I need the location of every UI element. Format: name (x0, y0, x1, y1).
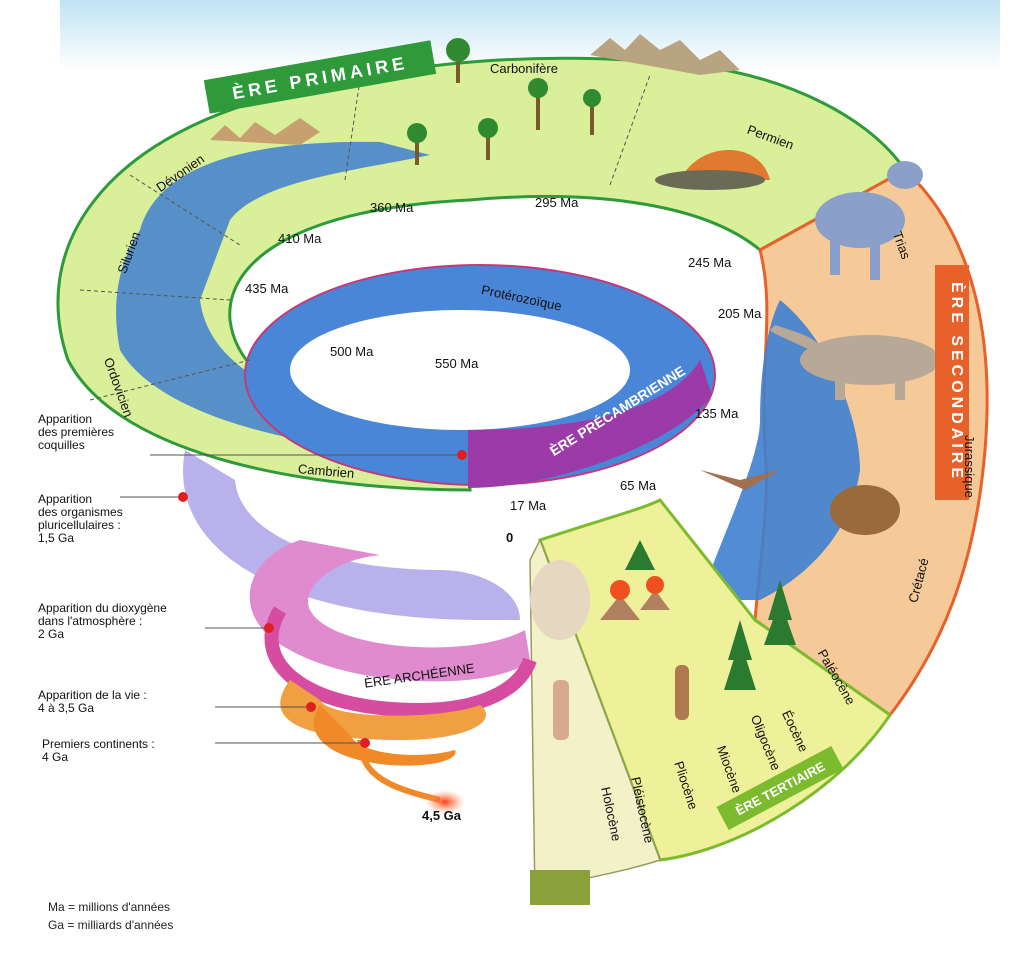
early-spiral-2 (313, 705, 456, 766)
pine-trees-tertiaire (625, 540, 796, 690)
label-jurassique: Jurassique (962, 435, 977, 498)
age-65: 65 Ma (620, 478, 657, 493)
dinosaur-trias-icon (815, 161, 923, 280)
age-245: 245 Ma (688, 255, 732, 270)
origin-glow (425, 790, 465, 814)
precambrian-hole (290, 310, 630, 430)
era-tag-secondaire: ÈRE SECONDAIRE (935, 265, 969, 500)
note-coquilles: Apparition des premières coquilles (38, 412, 115, 452)
age-0: 0 (506, 530, 513, 545)
note-vie: Apparition de la vie : 4 à 3,5 Ga (38, 688, 147, 715)
mountains-top (590, 34, 740, 75)
volcano-icons (600, 576, 670, 620)
turtle-icon (830, 485, 900, 535)
note-continents: Premiers continents : 4 Ga (42, 737, 155, 764)
age-labels: 295 Ma 360 Ma 410 Ma 435 Ma 500 Ma 550 M… (245, 195, 762, 823)
age-17: 17 Ma (510, 498, 547, 513)
note-pluricellulaires: Apparition des organismes pluricellulair… (38, 492, 123, 545)
age-205: 205 Ma (718, 306, 762, 321)
label-carbonifere: Carbonifère (490, 61, 558, 76)
legend: Ma = millions d'années Ga = milliards d'… (48, 898, 173, 934)
precambrian-purple (468, 360, 712, 488)
age-550: 550 Ma (435, 356, 479, 371)
label-cambrien: Cambrien (297, 461, 354, 481)
legend-ma: Ma = millions d'années (48, 900, 171, 914)
age-4-5ga: 4,5 Ga (422, 808, 462, 823)
mammoth-icon (530, 560, 590, 640)
pterosaur-icon (700, 470, 780, 490)
dimetrodon-icon (655, 150, 770, 190)
quaternaire-ground (530, 870, 590, 905)
age-295: 295 Ma (535, 195, 579, 210)
archean-inner (264, 606, 537, 718)
human-holocene-icon (553, 680, 569, 740)
age-500: 500 Ma (330, 344, 374, 359)
hominid-miocene-icon (675, 665, 689, 720)
mountains-devonian (210, 118, 320, 145)
primaire-water (116, 141, 460, 455)
note-dioxygene: Apparition du dioxygène dans l'atmosphèr… (38, 601, 167, 641)
legend-ga: Ga = milliards d'années (48, 918, 174, 932)
era-secondaire-label: ÈRE SECONDAIRE (948, 282, 967, 482)
age-135: 135 Ma (695, 406, 739, 421)
period-dividers (79, 74, 651, 401)
age-435: 435 Ma (245, 281, 289, 296)
palm-trees-carbonifere (407, 38, 601, 165)
annotation-pointers (120, 454, 460, 744)
age-410: 410 Ma (278, 231, 322, 246)
annotation-dots (178, 450, 467, 748)
archean-band (249, 540, 530, 682)
sauropod-icon (770, 325, 940, 400)
age-360: 360 Ma (370, 200, 414, 215)
early-spiral-tail (357, 739, 441, 803)
